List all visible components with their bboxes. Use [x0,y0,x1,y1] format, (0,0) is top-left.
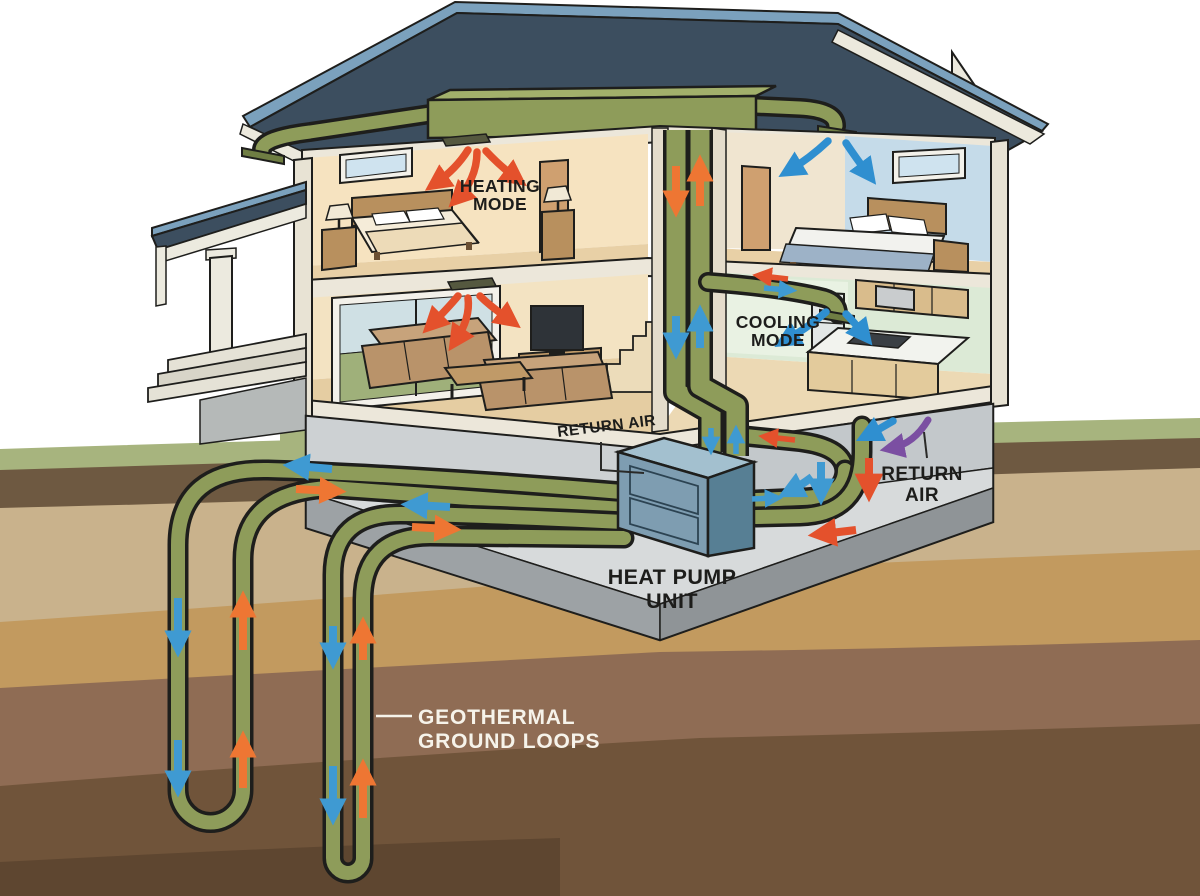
range-hood [875,284,915,312]
cooling-arrows-bedroom [778,137,877,185]
cooling-mode-label: COOLING [736,312,820,332]
nightstand-left-2 [541,185,575,262]
geothermal-label-2: GROUND LOOPS [418,730,600,753]
duct-flow-arrows [662,154,798,360]
bed-left [350,188,480,260]
geothermal-ground-loops [164,453,635,884]
heat-pump-unit-label: HEAT PUMP [608,565,737,589]
bedroom-cooling [712,132,993,278]
attic-left-vent [241,146,285,166]
cooling-arrows-kitchen [774,308,873,347]
return-air-left-leader [600,442,645,474]
return-air-right-label: RETURN [881,464,963,485]
heating-arrows-bedroom [424,146,527,208]
cooling-mode-label-2: MODE [751,330,805,350]
lamp-icon [542,185,573,203]
right-exterior-wall [990,138,1009,409]
labels: HEATING MODE COOLING MODE RETURN AIR RET… [376,176,963,753]
living-room [306,274,660,434]
unit-duct-arrows [701,424,796,508]
bedroom-right-door [741,164,771,251]
return-air-arrows [777,416,932,547]
heating-mode-label: HEATING [460,176,540,196]
nightstand-right [933,238,969,274]
porch [147,180,307,445]
right-fascia [830,28,1046,145]
soil-layers [0,438,1200,896]
tv-icon [530,305,584,351]
heat-pump-unit [613,436,759,558]
nightstand-left-1 [321,203,357,272]
ceiling-vent [440,133,492,147]
heat-pump-unit-label-2: UNIT [646,589,698,613]
coffee-table [443,360,534,398]
lamp-icon [324,203,355,221]
return-air-right-leader [923,431,928,459]
heating-mode-label-2: MODE [473,194,527,214]
return-air-right-label-2: AIR [905,485,939,506]
heating-arrows-living-room [422,292,521,352]
ceiling-vent [446,277,498,291]
geothermal-label: GEOTHERMAL [418,706,575,729]
loop-flow-arrows [164,453,462,826]
bed-right [778,196,947,278]
